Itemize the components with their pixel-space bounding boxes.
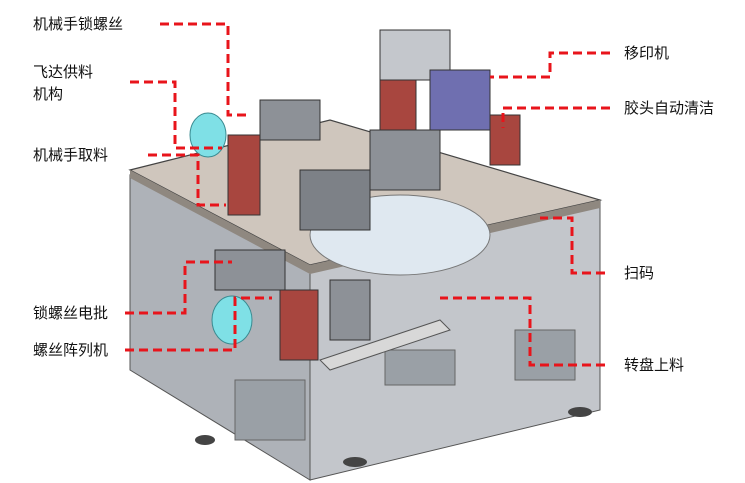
robot-column [227,134,261,216]
foot [195,435,215,445]
label-robot-pick: 机械手取料 [33,146,109,164]
mechanism [369,129,441,191]
foot [343,457,367,467]
label-feeder-line2: 机构 [33,85,64,103]
robot-column [489,114,521,166]
label-feeder-line1: 飞达供料 [33,63,94,81]
vent-grille [514,329,576,381]
label-head-cleaning: 胶头自动清洁 [624,99,715,117]
label-screw-driver: 锁螺丝电批 [33,304,109,322]
vent-grille [384,349,456,386]
leader-feeder [130,80,222,150]
label-robot-screw-locking: 机械手锁螺丝 [33,15,124,33]
vent-grille [234,379,306,441]
label-scan-code: 扫码 [624,264,655,282]
leader-robot-pick [148,153,226,207]
feeder-reel [189,112,227,158]
leader-screw-driver [125,260,232,315]
leader-head-cleaning [501,106,610,128]
label-pad-printer: 移印机 [624,44,670,62]
mechanism [299,169,371,231]
label-screw-array: 螺丝阵列机 [33,341,109,359]
feeder-reel [211,295,253,345]
robot-column [279,289,319,361]
mechanism [214,249,286,291]
foot [568,407,592,417]
mechanism [429,69,491,131]
leader-robot-screw-locking [160,22,248,117]
mechanism [329,279,371,341]
leader-scan-code [540,216,605,275]
leader-pad-printer [490,51,610,79]
mechanism [259,99,321,141]
guide-rail [319,319,451,371]
label-turntable-loading: 转盘上料 [624,356,685,374]
leader-turntable-loading [440,296,605,367]
